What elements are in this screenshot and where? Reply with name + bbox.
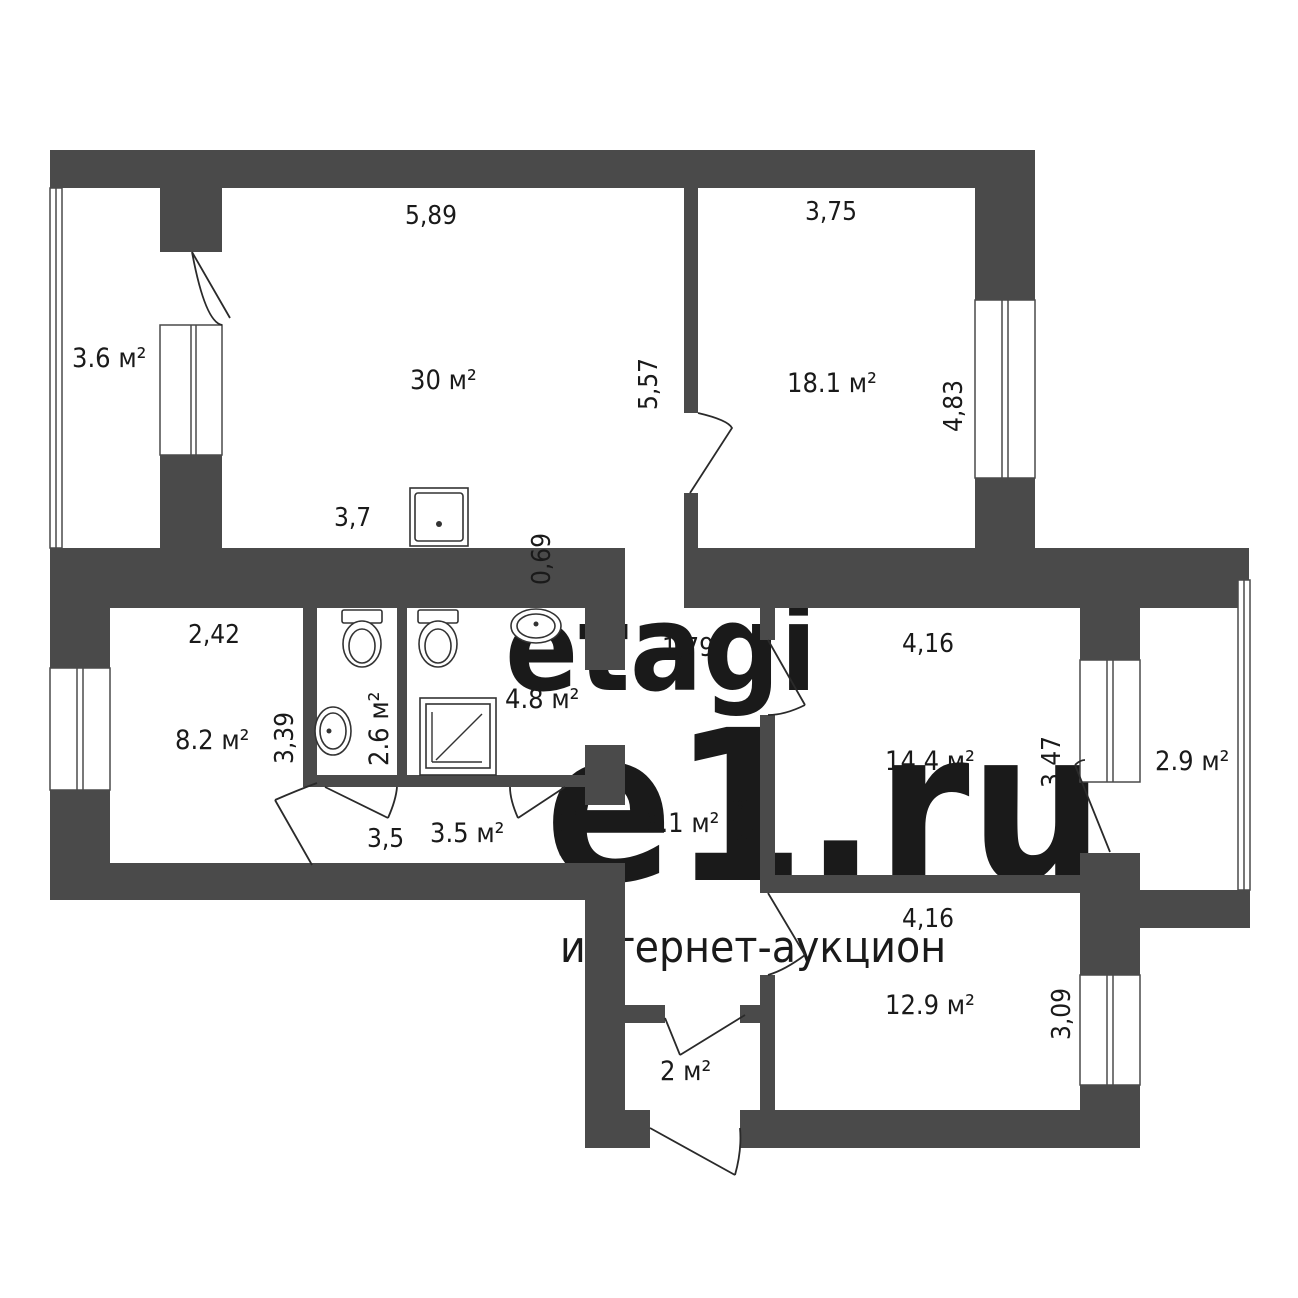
area-bedroom-top-right: 18.1 м²	[787, 368, 877, 399]
window-loggia-left	[49, 187, 63, 549]
dim-hall-depth: 5,08	[727, 796, 757, 848]
toilet-icon	[341, 609, 383, 668]
area-loggia-left: 3.6 м²	[72, 343, 146, 374]
watermark-domain: e1.ru	[545, 685, 1104, 930]
door-bedroom-bottom	[767, 892, 806, 976]
dim-kitchen-step: 0,69	[527, 533, 557, 585]
area-kitchen-living: 30 м²	[410, 365, 477, 396]
door-vestibule	[664, 1014, 746, 1056]
door-loggia	[191, 251, 231, 326]
washbasin-icon	[314, 706, 352, 756]
area-toilet: 2.6 м²	[364, 692, 395, 766]
windows	[49, 187, 1251, 1086]
area-corridor-left: 3.5 м²	[430, 818, 504, 849]
door-bedroom-top	[689, 412, 734, 494]
area-vestibule: 2 м²	[660, 1056, 711, 1087]
door-balcony	[1074, 759, 1111, 853]
window-kitchen	[159, 324, 223, 456]
area-bedroom-middle-right: 14.4 м²	[885, 746, 975, 777]
dim-kitchen-bottom: 3,7	[334, 503, 371, 533]
dim-hall-width: 1,79	[662, 633, 714, 663]
washbasin-icon	[510, 608, 562, 644]
area-bedroom-bottom-right: 12.9 м²	[885, 990, 975, 1021]
dim-corridor-left-width: 3,5	[367, 824, 404, 854]
door-entrance	[649, 1127, 742, 1176]
dim-bedroom-top-width: 3,75	[805, 197, 857, 227]
area-room-left: 8.2 м²	[175, 725, 249, 756]
dim-kitchen-depth: 5,57	[634, 358, 664, 410]
dim-corridor-left-depth: 1,01	[555, 806, 585, 858]
toilet-icon	[417, 609, 459, 668]
door-toilet	[324, 786, 398, 819]
dim-room-left-depth: 3,39	[270, 712, 300, 764]
window-bedroom-mid	[1079, 659, 1141, 783]
dim-bedroom-bottom-width: 4,16	[902, 904, 954, 934]
window-bedroom-bottom	[1079, 974, 1141, 1086]
window-bedroom-top	[974, 299, 1036, 479]
dim-room-left-width: 2,42	[188, 620, 240, 650]
window-balcony-right	[1237, 579, 1251, 891]
dim-bedroom-bottom-depth: 3,09	[1047, 988, 1077, 1040]
area-bathroom: 4.8 м²	[505, 684, 579, 715]
room-labels: 3.6 м² 30 м² 18.1 м² 8.2 м² 2.6 м² 4.8 м…	[72, 343, 1229, 1087]
dimension-labels: 5,89 5,57 3,7 0,69 3,75 4,83 2,42 3,39 3…	[188, 197, 1077, 1040]
fixtures	[314, 487, 562, 776]
dim-bedroom-top-depth: 4,83	[939, 380, 969, 432]
dim-kitchen-width: 5,89	[405, 201, 457, 231]
dim-bedroom-mid-depth: 3,47	[1037, 736, 1067, 788]
doors	[191, 251, 1111, 1176]
shower-icon	[419, 697, 497, 776]
area-balcony-right: 2.9 м²	[1155, 746, 1229, 777]
kitchen-sink-icon	[409, 487, 469, 547]
door-bedroom-mid	[767, 639, 806, 716]
dim-bedroom-mid-width: 4,16	[902, 629, 954, 659]
area-hall: 9.1 м²	[645, 808, 719, 839]
door-bathroom	[509, 786, 566, 819]
window-room-left	[49, 667, 111, 791]
door-room-left	[274, 782, 318, 866]
